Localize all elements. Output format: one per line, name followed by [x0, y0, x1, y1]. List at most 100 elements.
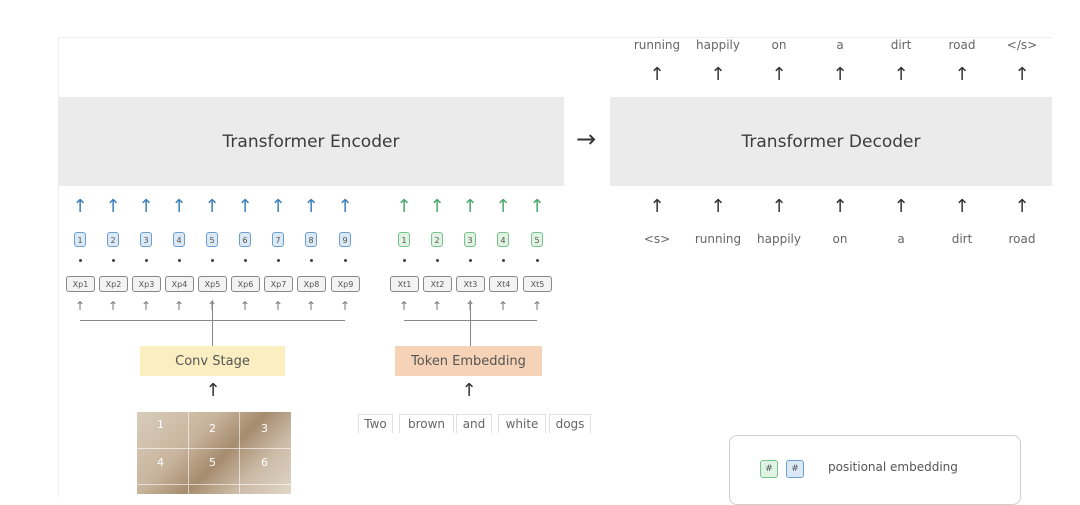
- image-position-embedding: 4: [173, 232, 185, 247]
- decoder-output-word: a: [836, 38, 844, 52]
- input-word: brown: [399, 414, 454, 433]
- text-token-feed-arrow: ↑: [497, 299, 509, 313]
- text-token: Xt2: [423, 276, 452, 292]
- text-token: Xt4: [489, 276, 518, 292]
- image-position-embedding: 3: [140, 232, 152, 247]
- token-embedding-label: Token Embedding: [411, 353, 526, 369]
- image-token-feed-arrow: ↑: [74, 299, 86, 313]
- encoder-label: Transformer Encoder: [222, 131, 400, 152]
- decoder-output-word: on: [771, 38, 787, 52]
- image-token-feed-arrow: ↑: [305, 299, 317, 313]
- add-dot: [277, 259, 280, 262]
- image-to-conv-arrow: ↑: [205, 380, 221, 401]
- image-token: Xp2: [99, 276, 128, 292]
- image-token-feed-arrow: ↑: [140, 299, 152, 313]
- add-dot: [502, 259, 505, 262]
- patch-grid-line: [188, 412, 189, 494]
- image-branch-arrow: ↑: [171, 196, 187, 217]
- decoder-output-arrow: ↑: [832, 64, 848, 85]
- add-dot: [536, 259, 539, 262]
- decoder-input-arrow: ↑: [771, 196, 787, 217]
- image-token: Xp5: [198, 276, 227, 292]
- text-branch-arrow: ↑: [495, 196, 511, 217]
- decoder-output-arrow: ↑: [771, 64, 787, 85]
- image-position-embedding: 1: [74, 232, 86, 247]
- legend-box: # # positional embedding: [729, 435, 1021, 505]
- input-word: Two: [358, 414, 393, 433]
- text-token-feed-arrow: ↑: [398, 299, 410, 313]
- image-token-feed-arrow: ↑: [339, 299, 351, 313]
- text-token: Xt5: [523, 276, 552, 292]
- input-word: dogs: [549, 414, 591, 433]
- patch-grid-line: [137, 448, 291, 449]
- patch-number: 3: [261, 422, 268, 435]
- text-position-embedding: 3: [464, 232, 476, 247]
- decoder-output-word: happily: [696, 38, 740, 52]
- image-position-embedding: 6: [239, 232, 251, 247]
- patch-grid-line: [137, 484, 291, 485]
- text-branch-arrow: ↑: [396, 196, 412, 217]
- image-branch-arrow: ↑: [204, 196, 220, 217]
- text-token-feed-arrow: ↑: [531, 299, 543, 313]
- text-token: Xt1: [390, 276, 419, 292]
- words-to-embedding-arrow: ↑: [461, 380, 477, 401]
- image-branch-arrow: ↑: [237, 196, 253, 217]
- decoder-input-word: <s>: [643, 232, 671, 246]
- text-branch-arrow: ↑: [529, 196, 545, 217]
- image-token-feed-arrow: ↑: [107, 299, 119, 313]
- text-position-embedding: 2: [431, 232, 443, 247]
- text-position-embedding: 1: [398, 232, 410, 247]
- patch-number: 1: [157, 418, 164, 431]
- add-dot: [436, 259, 439, 262]
- image-token: Xp8: [297, 276, 326, 292]
- add-dot: [344, 259, 347, 262]
- token-embedding-connector: [470, 300, 471, 346]
- add-dot: [244, 259, 247, 262]
- text-branch-arrow: ↑: [429, 196, 445, 217]
- decoder-input-arrow: ↑: [649, 196, 665, 217]
- image-position-embedding: 8: [305, 232, 317, 247]
- add-dot: [403, 259, 406, 262]
- decoder-output-word: road: [948, 38, 976, 52]
- patch-number: 6: [261, 456, 268, 469]
- add-dot: [145, 259, 148, 262]
- decoder-output-word: running: [633, 38, 681, 52]
- input-word: white: [498, 414, 546, 433]
- text-position-embedding: 5: [531, 232, 543, 247]
- conv-stage-box: Conv Stage: [140, 346, 285, 376]
- image-token: Xp1: [66, 276, 95, 292]
- image-position-embedding: 5: [206, 232, 218, 247]
- decoder-input-word: dirt: [951, 232, 973, 246]
- decoder-input-word: road: [1008, 232, 1036, 246]
- decoder-output-word: </s>: [1006, 38, 1038, 52]
- text-position-embedding: 4: [497, 232, 509, 247]
- image-branch-arrow: ↑: [303, 196, 319, 217]
- image-token: Xp3: [132, 276, 161, 292]
- decoder-output-arrow: ↑: [649, 64, 665, 85]
- patch-number: 5: [209, 456, 216, 469]
- decoder-input-arrow: ↑: [893, 196, 909, 217]
- transformer-decoder-block: Transformer Decoder: [610, 97, 1052, 186]
- decoder-output-arrow: ↑: [1014, 64, 1030, 85]
- decoder-input-arrow: ↑: [832, 196, 848, 217]
- add-dot: [211, 259, 214, 262]
- image-branch-arrow: ↑: [138, 196, 154, 217]
- image-branch-arrow: ↑: [270, 196, 286, 217]
- image-token-feed-arrow: ↑: [239, 299, 251, 313]
- text-token-feed-arrow: ↑: [431, 299, 443, 313]
- legend-blue-swatch: #: [786, 460, 804, 478]
- diagram-frame: [58, 37, 1052, 498]
- decoder-input-word: a: [897, 232, 905, 246]
- image-position-embedding: 9: [339, 232, 351, 247]
- decoder-input-arrow: ↑: [954, 196, 970, 217]
- legend-label: positional embedding: [828, 460, 958, 474]
- patch-grid-line: [239, 412, 240, 494]
- image-token: Xp4: [165, 276, 194, 292]
- patch-number: 4: [157, 456, 164, 469]
- add-dot: [79, 259, 82, 262]
- conv-stage-label: Conv Stage: [175, 353, 250, 369]
- transformer-encoder-block: Transformer Encoder: [58, 97, 564, 186]
- image-branch-arrow: ↑: [105, 196, 121, 217]
- text-branch-arrow: ↑: [462, 196, 478, 217]
- add-dot: [469, 259, 472, 262]
